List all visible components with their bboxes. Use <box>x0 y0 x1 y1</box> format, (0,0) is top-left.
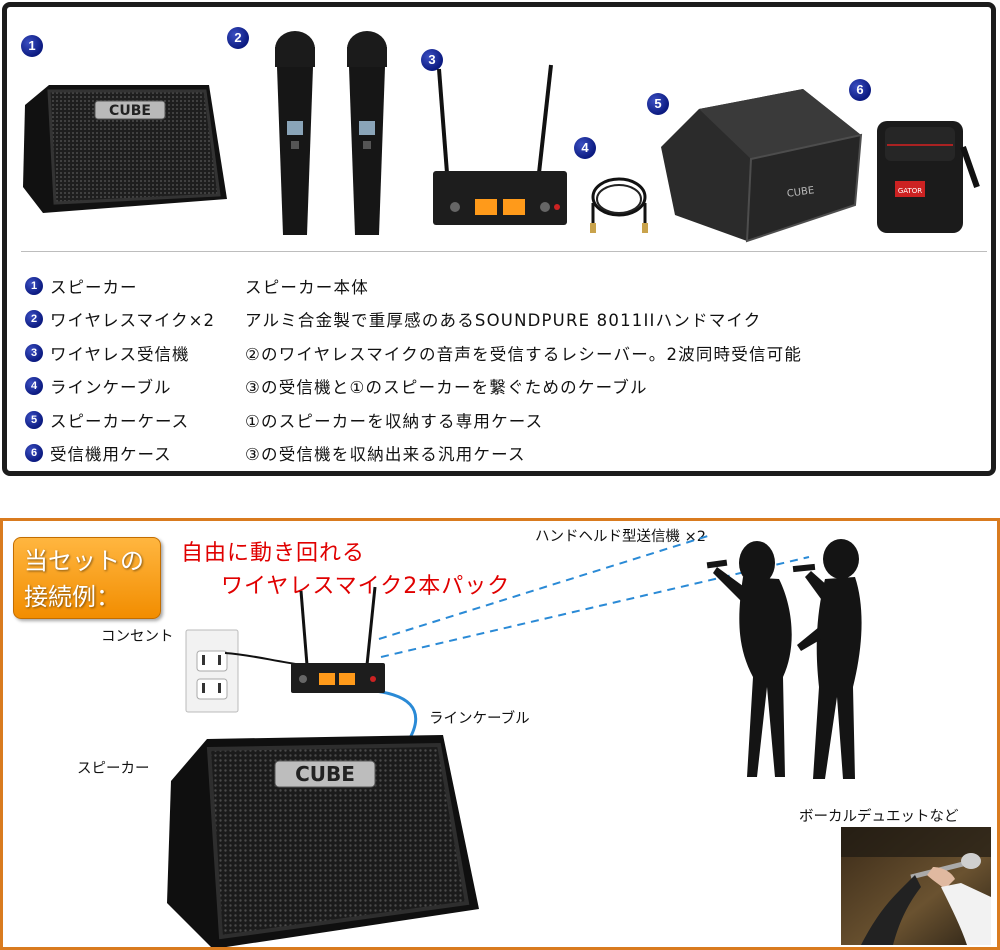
item-number-badge: 1 <box>25 276 43 295</box>
list-item: 4 ラインケーブル ③の受信機と①のスピーカーを繋ぐためのケーブル <box>25 370 985 404</box>
speaker-large-image: CUBE <box>163 733 481 947</box>
speaker-logo: CUBE <box>109 103 151 119</box>
list-item: 5 スピーカーケース ①のスピーカーを収納する専用ケース <box>25 403 985 437</box>
headline-wireless-pack: ワイヤレスマイク2本パック <box>221 574 511 599</box>
item-description: スピーカー本体 <box>245 277 369 297</box>
signal-line-1 <box>378 534 712 640</box>
item-number-badge: 6 <box>25 444 43 463</box>
headline-free-movement: 自由に動き回れる <box>181 541 366 566</box>
contents-panel: 1 2 3 4 5 6 CUBE <box>2 2 996 476</box>
badge-3: 3 <box>421 49 443 71</box>
item-description: ③の受信機を収納出来る汎用ケース <box>245 445 526 465</box>
label-vocal-duet: ボーカルデュエットなど <box>799 809 959 825</box>
badge-1: 1 <box>21 35 43 57</box>
label-speaker: スピーカー <box>77 761 150 777</box>
badge-6: 6 <box>849 79 871 101</box>
item-name: スピーカーケース <box>50 411 190 431</box>
set-badge-line2: 接続例： <box>24 583 120 611</box>
divider <box>21 251 987 252</box>
receiver-case-image: GATOR <box>871 117 983 243</box>
list-item: 3 ワイヤレス受信機 ②のワイヤレスマイクの音声を受信するレシーバー。2波同時受… <box>25 336 985 370</box>
item-description: ③の受信機と①のスピーカーを繋ぐためのケーブル <box>245 378 648 398</box>
item-name: 受信機用ケース <box>50 445 172 465</box>
item-number-badge: 5 <box>25 410 43 429</box>
set-example-badge: 当セットの 接続例： <box>13 537 161 619</box>
list-item: 1 スピーカー スピーカー本体 <box>25 269 985 303</box>
receiver-small-image <box>289 585 389 697</box>
wall-outlet-image <box>185 629 239 713</box>
speaker-case-image: CUBE <box>655 87 865 245</box>
item-name: スピーカー <box>50 277 138 297</box>
connection-example-panel: 当セットの 接続例： 自由に動き回れる ワイヤレスマイク2本パック コンセント … <box>0 518 1000 950</box>
microphones-image <box>269 29 389 243</box>
item-description: アルミ合金製で重厚感のあるSOUNDPURE 8011IIハンドマイク <box>245 311 762 331</box>
item-number-badge: 4 <box>25 377 43 396</box>
badge-4: 4 <box>574 137 596 159</box>
list-item: 2 ワイヤレスマイク×2 アルミ合金製で重厚感のあるSOUNDPURE 8011… <box>25 303 985 337</box>
case-logo: GATOR <box>898 187 922 195</box>
badge-2: 2 <box>227 27 249 49</box>
label-outlet: コンセント <box>101 629 174 645</box>
cable-image <box>587 173 653 237</box>
singers-silhouette <box>693 527 883 785</box>
bag-logo: CUBE <box>786 185 815 200</box>
contents-list: 1 スピーカー スピーカー本体 2 ワイヤレスマイク×2 アルミ合金製で重厚感の… <box>25 269 985 470</box>
list-item: 6 受信機用ケース ③の受信機を収納出来る汎用ケース <box>25 437 985 471</box>
vocal-duet-photo <box>841 827 991 945</box>
item-name: ラインケーブル <box>50 378 172 398</box>
item-number-badge: 2 <box>25 310 43 329</box>
label-handheld-transmitter: ハンドヘルド型送信機 ×2 <box>535 529 706 545</box>
speaker-large-logo: CUBE <box>295 762 355 786</box>
item-description: ②のワイヤレスマイクの音声を受信するレシーバー。2波同時受信可能 <box>245 344 803 364</box>
set-badge-line1: 当セットの <box>24 547 144 575</box>
badge-5: 5 <box>647 93 669 115</box>
speaker-image: CUBE <box>19 79 229 217</box>
item-number-badge: 3 <box>25 343 43 362</box>
signal-line-2 <box>380 556 810 658</box>
item-name: ワイヤレス受信機 <box>50 344 190 364</box>
receiver-image <box>431 61 571 229</box>
item-name: ワイヤレスマイク×2 <box>50 311 216 331</box>
label-line-cable: ラインケーブル <box>429 711 530 727</box>
item-description: ①のスピーカーを収納する専用ケース <box>245 411 544 431</box>
